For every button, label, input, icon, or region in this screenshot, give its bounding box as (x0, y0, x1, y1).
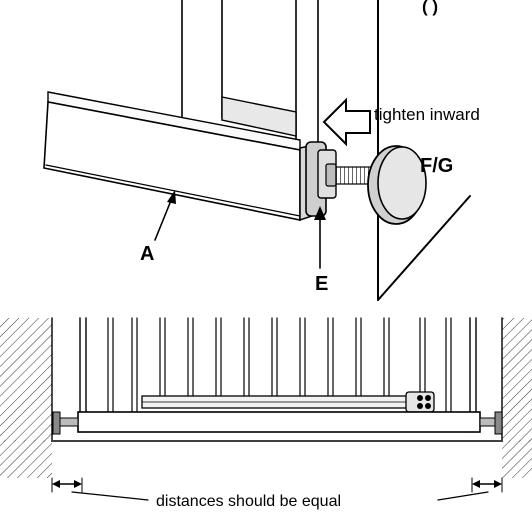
wall-edge (377, 0, 471, 301)
part-a-label: A (140, 243, 154, 265)
latch-bar (141, 391, 435, 413)
equal-distance-brace (71, 491, 489, 501)
left-distance-arrow (51, 477, 83, 493)
front-view: distances should be equal (0, 317, 532, 510)
left-spindle (52, 411, 79, 435)
part-fg-label: F/G (420, 155, 453, 177)
part-e-label: E (315, 273, 328, 295)
part-a-leader (154, 190, 176, 241)
tighten-inward-arrow (322, 97, 371, 147)
left-wall (0, 318, 52, 442)
right-spindle (479, 411, 503, 435)
wall-pad-fg (367, 145, 427, 225)
distances-label: distances should be equal (156, 493, 341, 510)
part-e-leader (314, 206, 326, 269)
gate-post (181, 0, 319, 146)
right-distance-arrow (471, 477, 503, 493)
tighten-inward-label: tighten inward (374, 105, 480, 124)
right-wall (502, 318, 532, 442)
detail-view: ( ) (43, 0, 480, 301)
front-bottom-rail (77, 411, 481, 433)
header-fragment: ( ) (422, 0, 438, 16)
end-cap-e (305, 141, 337, 217)
